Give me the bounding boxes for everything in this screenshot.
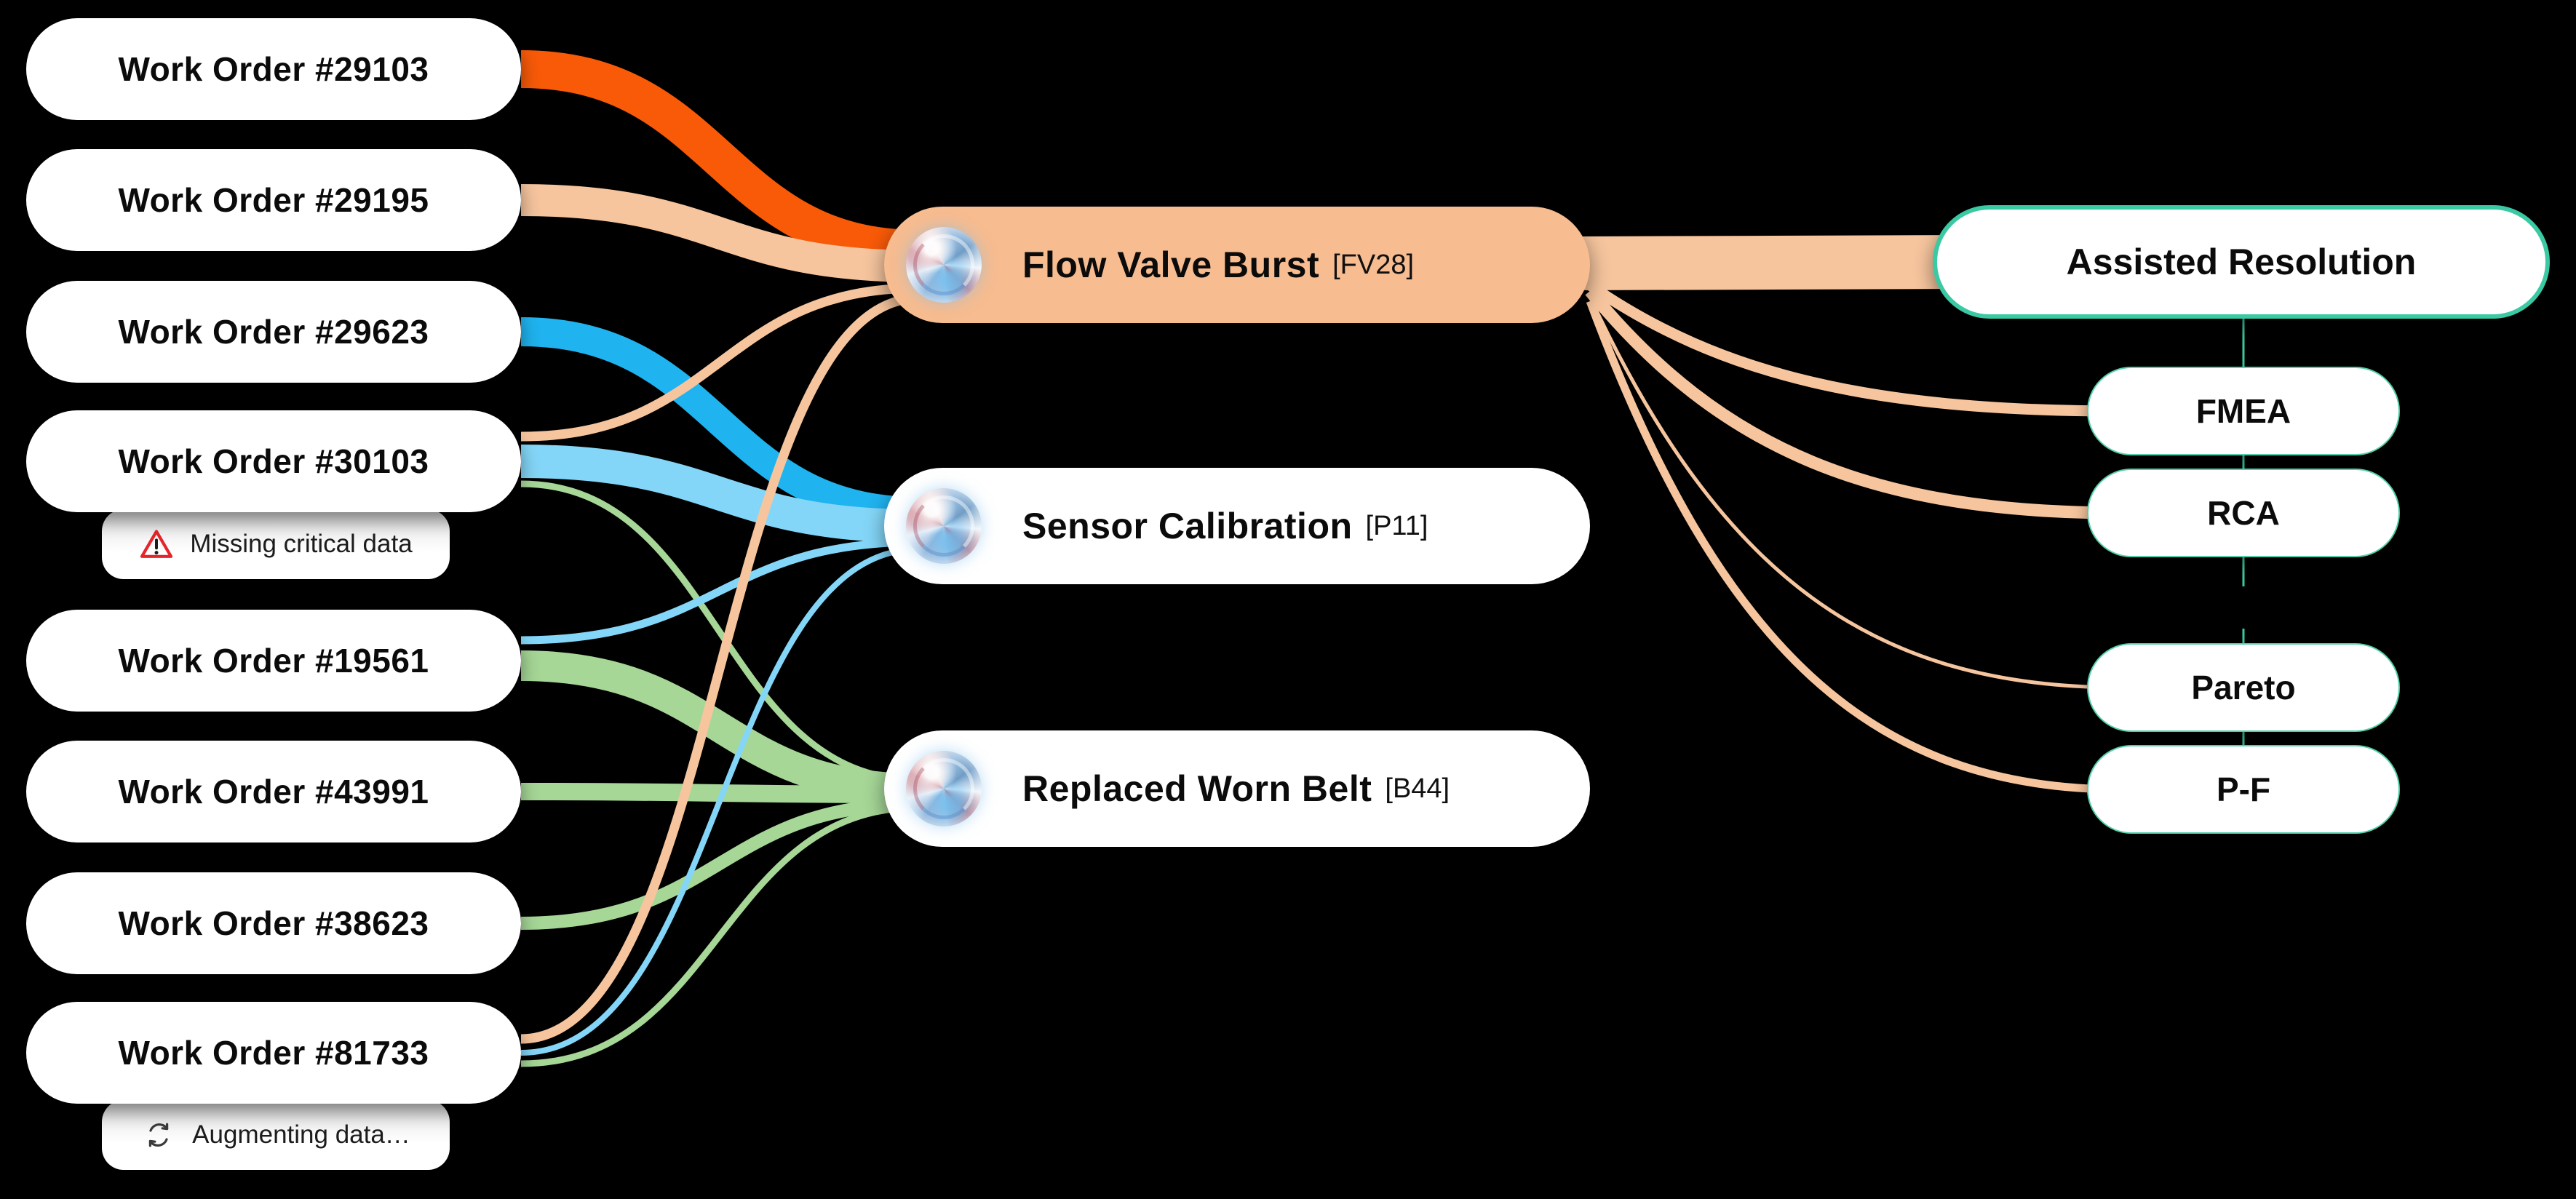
tool-label: RCA [2207,494,2280,532]
process-title: Sensor Calibration [1022,506,1353,546]
link-wo-30103-to-rwb [520,480,919,784]
process-node-sensor-calibration[interactable]: Sensor Calibration [P11] [884,468,1590,584]
link-fvb-to-fmea [1586,280,2122,417]
tool-node-fmea[interactable]: FMEA [2087,367,2400,455]
work-order-label: Work Order #38623 [118,904,429,942]
tool-label: Pareto [2191,669,2296,706]
process-node-replaced-worn-belt[interactable]: Replaced Worn Belt [B44] [884,730,1590,847]
tool-node-pf[interactable]: P-F [2087,745,2400,834]
tool-node-pareto[interactable]: Pareto [2087,643,2400,732]
process-title: Replaced Worn Belt [1022,768,1372,809]
tool-label: FMEA [2195,392,2291,430]
ai-swirl-icon [906,488,982,564]
assisted-resolution-node[interactable]: Assisted Resolution [1933,205,2550,319]
warning-icon [140,530,173,558]
work-order-node-19561[interactable]: Work Order #19561 [26,610,521,712]
work-order-label: Work Order #29195 [118,181,429,219]
work-order-node-38623[interactable]: Work Order #38623 [26,872,521,974]
missing-data-badge: Missing critical data [102,509,450,579]
sync-icon [148,1123,169,1147]
link-wo-19561-to-sc [520,538,919,645]
link-fvb-to-pareto [1588,295,2122,690]
ai-swirl-icon [906,227,982,303]
augmenting-data-text: Augmenting data… [192,1120,410,1149]
work-order-node-81733[interactable]: Work Order #81733 [26,1002,521,1104]
process-node-flow-valve-burst[interactable]: Flow Valve Burst [FV28] [884,207,1590,323]
work-order-label: Work Order #30103 [118,442,429,480]
work-order-node-29103[interactable]: Work Order #29103 [26,18,521,120]
work-order-label: Work Order #43991 [118,773,429,810]
link-wo-29103-to-fvb [520,50,919,268]
work-order-label: Work Order #29623 [118,313,429,351]
link-wo-29623-to-sc [520,317,919,526]
work-order-node-29623[interactable]: Work Order #29623 [26,281,521,383]
assisted-resolution-label: Assisted Resolution [2066,242,2417,282]
link-wo-38623-to-rwb [520,797,919,930]
work-order-node-43991[interactable]: Work Order #43991 [26,741,521,843]
link-wo-81733-to-rwb [520,804,919,1067]
link-wo-19561-to-rwb [520,650,919,804]
work-order-node-29195[interactable]: Work Order #29195 [26,149,521,251]
process-code: [P11] [1365,510,1428,541]
process-title: Flow Valve Burst [1022,244,1320,285]
ai-swirl-icon [906,751,982,826]
work-order-node-30103[interactable]: Work Order #30103 [26,410,521,512]
link-fvb-to-ar [1578,235,1965,290]
link-wo-30103-to-fvb [520,283,919,442]
link-wo-29195-to-fvb [520,184,919,282]
link-wo-30103-to-sc [520,445,919,543]
link-fvb-to-pf [1586,300,2122,794]
link-wo-43991-to-rwb [520,783,919,803]
work-order-label: Work Order #19561 [118,642,429,680]
link-wo-81733-to-sc [520,546,919,1056]
missing-data-text: Missing critical data [190,530,413,558]
work-order-label: Work Order #29103 [118,50,429,88]
tool-label: P-F [2216,770,2271,808]
link-wo-81733-to-fvb [520,293,919,1044]
work-order-label: Work Order #81733 [118,1034,429,1072]
link-fvb-to-rca [1585,287,2122,519]
tool-node-rca[interactable]: RCA [2087,469,2400,557]
augmenting-data-badge: Augmenting data… [102,1100,450,1170]
process-code: [FV28] [1332,249,1415,280]
process-code: [B44] [1385,773,1450,804]
